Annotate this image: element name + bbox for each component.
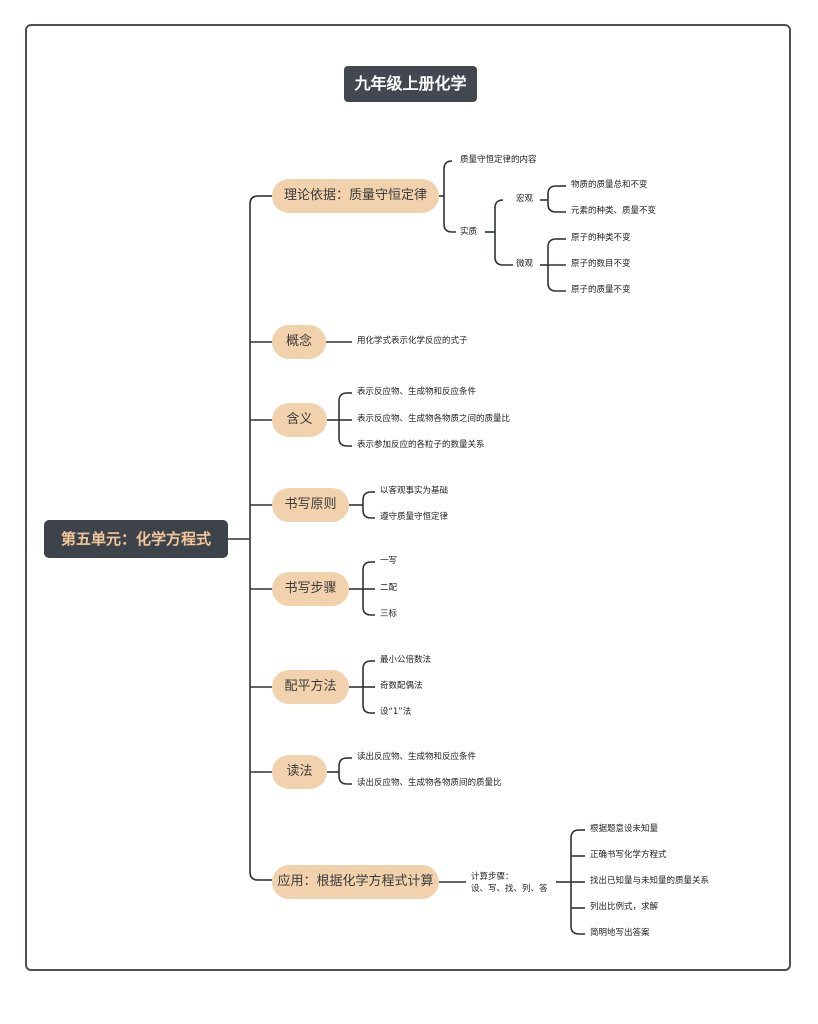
branch-balancing-methods: 配平方法 bbox=[272, 670, 349, 704]
branch-writing-principle: 书写原则 bbox=[272, 488, 349, 522]
leaf-law-content: 质量守恒定律的内容 bbox=[460, 155, 537, 165]
leaf-calc-2: 正确书写化学方程式 bbox=[590, 850, 667, 860]
branch-theory: 理论依据：质量守恒定律 bbox=[272, 179, 439, 213]
leaf-total-mass: 物质的质量总和不变 bbox=[571, 180, 648, 190]
leaf-step-3: 三标 bbox=[380, 609, 398, 619]
leaf-principle-1: 以客观事实为基础 bbox=[380, 486, 449, 496]
leaf-reading-2: 读出反应物、生成物各物质间的质量比 bbox=[357, 778, 502, 788]
leaf-atom-kind: 原子的种类不变 bbox=[571, 233, 631, 243]
branch-concept: 概念 bbox=[272, 325, 326, 359]
leaf-atom-mass: 原子的质量不变 bbox=[571, 285, 631, 295]
leaf-calc-steps: 计算步骤： 设、写、找、列、答 bbox=[471, 872, 548, 894]
leaf-calc-4: 列出比例式，求解 bbox=[590, 902, 659, 912]
branch-reading: 读法 bbox=[272, 755, 327, 789]
leaf-method-2: 奇数配偶法 bbox=[380, 681, 423, 691]
leaf-step-2: 二配 bbox=[380, 583, 398, 593]
leaf-meaning-3: 表示参加反应的各粒子的数量关系 bbox=[357, 440, 485, 450]
leaf-calc-1: 根据题意设未知量 bbox=[590, 824, 659, 834]
leaf-essence: 实质 bbox=[460, 227, 478, 237]
branch-application: 应用：根据化学方程式计算 bbox=[272, 865, 439, 899]
leaf-reading-1: 读出反应物、生成物和反应条件 bbox=[357, 752, 477, 762]
leaf-principle-2: 遵守质量守恒定律 bbox=[380, 512, 449, 522]
leaf-macro: 宏观 bbox=[516, 194, 534, 204]
mindmap-frame bbox=[25, 24, 791, 971]
leaf-meaning-2: 表示反应物、生成物各物质之间的质量比 bbox=[357, 414, 511, 424]
leaf-step-1: 一写 bbox=[380, 556, 398, 566]
leaf-concept-def: 用化学式表示化学反应的式子 bbox=[357, 336, 468, 346]
leaf-element-kind-mass: 元素的种类、质量不变 bbox=[571, 206, 657, 216]
branch-meaning: 含义 bbox=[272, 403, 327, 437]
leaf-method-3: 设“1”法 bbox=[380, 707, 412, 717]
leaf-meaning-1: 表示反应物、生成物和反应条件 bbox=[357, 387, 477, 397]
leaf-method-1: 最小公倍数法 bbox=[380, 655, 432, 665]
leaf-atom-number: 原子的数目不变 bbox=[571, 259, 631, 269]
leaf-calc-5: 简明地写出答案 bbox=[590, 928, 650, 938]
leaf-micro: 微观 bbox=[516, 259, 534, 269]
root-topic: 第五单元：化学方程式 bbox=[44, 520, 228, 558]
map-title: 九年级上册化学 bbox=[344, 66, 477, 102]
branch-writing-steps: 书写步骤 bbox=[272, 572, 349, 606]
leaf-calc-3: 找出已知量与未知量的质量关系 bbox=[590, 876, 710, 886]
